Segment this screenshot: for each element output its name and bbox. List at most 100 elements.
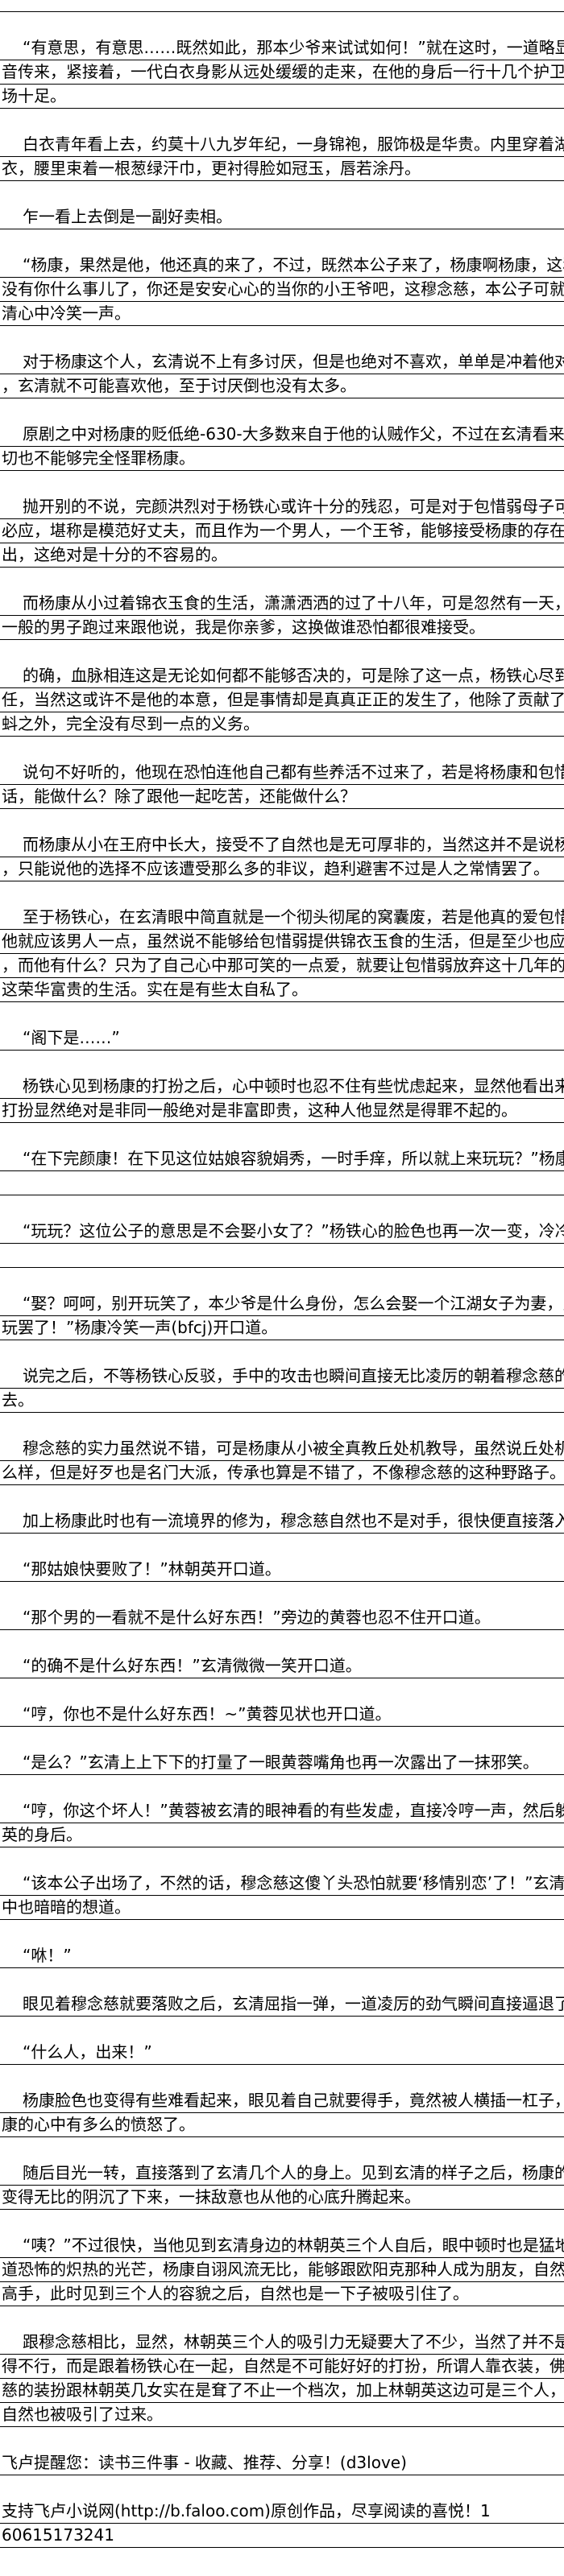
paragraph: “杨康，果然是他，他还真的来了，不过，既然本公子来了，杨康啊杨康，这穆念慈可就没… xyxy=(0,254,564,326)
paragraph: “在下完颜康！在下见这位姑娘容貌娟秀，一时手痒，所以就上来玩玩？”杨康开口道。 xyxy=(0,1147,564,1195)
text-line: “那姑娘快要败了！”林朝英开口道。 xyxy=(0,1558,564,1582)
paragraph: 至于杨铁心，在玄清眼中简直就是一个彻头彻尾的窝囊废，若是他真的爱包惜弱的话，那他… xyxy=(0,906,564,1002)
text-line: 杨铁心见到杨康的打扮之后，心中顿时也忍不住有些忧虑起来，显然他看出来了，杨康的 xyxy=(0,1075,564,1099)
text-line: 自然也被吸引了过来。 xyxy=(0,2403,564,2427)
text-line: 出，这绝对是十分的不容易的。 xyxy=(0,543,564,568)
text-line: “咦？”不过很快，当他见到玄清身边的林朝英三个人自后，眼中顿时也是猛地爆发出一 xyxy=(0,2234,564,2258)
paragraph: 穆念慈的实力虽然说不错，可是杨康从小被全真教丘处机教导，虽然说丘处机本上也不怎么… xyxy=(0,1437,564,1485)
text-line: “什么人，出来！” xyxy=(0,2041,564,2065)
spacer xyxy=(0,1195,564,1220)
text-line: “是么？”玄清上上下下的打量了一眼黄蓉嘴角也再一次露出了一抹邪笑。 xyxy=(0,1751,564,1775)
text-line: 衣，腰里束着一根葱绿汗巾，更衬得脸如冠玉，唇若涂丹。 xyxy=(0,157,564,181)
text-line: 他就应该男人一点，虽然说不能够给包惜弱提供锦衣玉食的生活，但是至少也应该衣食无忧… xyxy=(0,930,564,954)
spacer xyxy=(0,471,564,495)
text-line: 至于杨铁心，在玄清眼中简直就是一个彻头彻尾的窝囊废，若是他真的爱包惜弱的话，那 xyxy=(0,906,564,930)
text-line: 杨康脸色也变得有些难看起来，眼见着自己就要得手，竟然被人横插一杠子，可以想象杨 xyxy=(0,2089,564,2113)
spacer xyxy=(0,1340,564,1364)
text-line: “咻！” xyxy=(0,1944,564,1968)
text-line: 抛开别的不说，完颜洪烈对于杨铁心或许十分的残忍，可是对于包惜弱母子可以说是有求 xyxy=(0,495,564,519)
spacer xyxy=(0,1968,564,1992)
paragraph: “哼，你这个坏人！”黄蓉被玄清的眼神看的有些发虚，直接冷哼一声，然后躲到了林朝英… xyxy=(0,1799,564,1847)
paragraph: 乍一看上去倒是一副好卖相。 xyxy=(0,205,564,229)
text-line: 蚪之外，完全没有尽到一点的义务。 xyxy=(0,712,564,737)
top-divider xyxy=(0,0,564,12)
text-line: “的确不是什么好东西！”玄清微微一笑开口道。 xyxy=(0,1654,564,1678)
paragraph: “咻！” xyxy=(0,1944,564,1968)
paragraph: 的确，血脉相连这是无论如何都不能够否决的，可是除了这一点，杨铁心尽到了哪一点责任… xyxy=(0,664,564,737)
text-line: 没有你什么事儿了，你还是安安心心的当你的小王爷吧，这穆念慈，本公子可就笑纳了！”… xyxy=(0,278,564,302)
text-line: 清心中冷笑一声。 xyxy=(0,302,564,326)
footer-support-line: 60615173241 xyxy=(0,2524,564,2548)
paragraph: “的确不是什么好东西！”玄清微微一笑开口道。 xyxy=(0,1654,564,1678)
text-line: “杨康，果然是他，他还真的来了，不过，既然本公子来了，杨康啊杨康，这穆念慈可就 xyxy=(0,254,564,278)
text-line: 说完之后，不等杨铁心反驳，手中的攻击也瞬间直接无比凌厉的朝着穆念慈的身边攻击过 xyxy=(0,1364,564,1389)
paragraph: 随后目光一转，直接落到了玄清几个人的身上。见到玄清的样子之后，杨康的脸上顿时也变… xyxy=(0,2161,564,2210)
text-line: 康的心中有多么的愤怒了。 xyxy=(0,2113,564,2137)
paragraph: “那个男的一看就不是什么好东西！”旁边的黄蓉也忍不住开口道。 xyxy=(0,1606,564,1630)
text-line: “在下完颜康！在下见这位姑娘容貌娟秀，一时手痒，所以就上来玩玩？”杨康开口道。 xyxy=(0,1147,564,1171)
text-line: 穆念慈的实力虽然说不错，可是杨康从小被全真教丘处机教导，虽然说丘处机本上也不怎 xyxy=(0,1437,564,1461)
spacer xyxy=(0,181,564,205)
text-line: 任，当然这或许不是他的本意，但是事情却是真真正正的发生了，他除了贡献了几千万只小… xyxy=(0,688,564,712)
text-line: 慈的装扮跟林朝英几女实在是耷了不止一个档次，加上林朝英这边可是三个人，杨康的注意… xyxy=(0,2379,564,2403)
text-line: “哼，你也不是什么好东西！~”黄蓉见状也开口道。 xyxy=(0,1703,564,1727)
text-line: 必应，堪称是模范好丈夫，而且作为一个男人，一个王爷，能够接受杨康的存在，更是视如… xyxy=(0,519,564,543)
text-line: 乍一看上去倒是一副好卖相。 xyxy=(0,205,564,229)
spacer xyxy=(0,1485,564,1509)
text-line: 而杨康从小过着锦衣玉食的生活，潇潇洒洒的过了十八年，可是忽然有一天，一个跟乞丐 xyxy=(0,592,564,616)
spacer xyxy=(0,1775,564,1799)
spacer xyxy=(0,737,564,761)
text-line: 高手，此时见到三个人的容貌之后，自然也是一下子被吸引住了。 xyxy=(0,2282,564,2306)
paragraph: 杨康脸色也变得有些难看起来，眼见着自己就要得手，竟然被人横插一杠子，可以想象杨康… xyxy=(0,2089,564,2137)
paragraph: 抛开别的不说，完颜洪烈对于杨铁心或许十分的残忍，可是对于包惜弱母子可以说是有求必… xyxy=(0,495,564,568)
text-line: 的确，血脉相连这是无论如何都不能够否决的，可是除了这一点，杨铁心尽到了哪一点责 xyxy=(0,664,564,688)
spacer xyxy=(0,1847,564,1872)
paragraph: “有意思，有意思……既然如此，那本少爷来试试如何！”就在这时，一道略显轻佻的声音… xyxy=(0,36,564,109)
text-line: 道恐怖的炽热的光芒，杨康自诩风流无比，能够跟欧阳克那种人成为朋友，自然也是花丛中… xyxy=(0,2258,564,2282)
spacer xyxy=(0,2017,564,2041)
text-line: 玩罢了！”杨康冷笑一声(bfcj)开口道。 xyxy=(0,1316,564,1340)
spacer xyxy=(0,2210,564,2234)
text-line: 去。 xyxy=(0,1389,564,1413)
spacer xyxy=(0,12,564,36)
paragraph: 眼见着穆念慈就要落败之后，玄清屈指一弹，一道凌厉的劲气瞬间直接逼退了杨康。 xyxy=(0,1992,564,2017)
spacer xyxy=(0,640,564,664)
text-line: 一般的男子跑过来跟他说，我是你亲爹，这换做谁恐怕都很难接受。 xyxy=(0,616,564,640)
spacer xyxy=(0,881,564,906)
chapter-body: “有意思，有意思……既然如此，那本少爷来试试如何！”就在这时，一道略显轻佻的声音… xyxy=(0,36,564,2451)
paragraph: “那姑娘快要败了！”林朝英开口道。 xyxy=(0,1558,564,1582)
text-line: 原剧之中对杨康的贬低绝-630-大多数来自于他的认贼作父，不过在玄清看来，这一 xyxy=(0,423,564,447)
spacer xyxy=(0,326,564,350)
spacer xyxy=(0,1534,564,1558)
footer-support-line: 支持飞卢小说网(http://b.faloo.com)原创作品，尽享阅读的喜悦！… xyxy=(0,2500,564,2524)
text-line: 英的身后。 xyxy=(0,1823,564,1847)
paragraph: “玩玩？这位公子的意思是不会娶小女了？”杨铁心的脸色也再一次一变，冷冷的说道。 xyxy=(0,1220,564,1268)
spacer xyxy=(0,2427,564,2451)
spacer xyxy=(0,2137,564,2161)
paragraph: “阁下是……” xyxy=(0,1026,564,1051)
text-line: 中也暗暗的想道。 xyxy=(0,1896,564,1920)
text-line: 而杨康从小在王府中长大，接受不了自然也是无可厚非的，当然这并不是说杨康做的就对 xyxy=(0,833,564,857)
spacer xyxy=(0,1920,564,1944)
spacer xyxy=(0,1413,564,1437)
paragraph: 原剧之中对杨康的贬低绝-630-大多数来自于他的认贼作父，不过在玄清看来，这一切… xyxy=(0,423,564,471)
text-line: ，只能说他的选择不应该遭受那么多的非议，趋利避害不过是人之常情罢了。 xyxy=(0,857,564,881)
paragraph: 杨铁心见到杨康的打扮之后，心中顿时也忍不住有些忧虑起来，显然他看出来了，杨康的打… xyxy=(0,1075,564,1123)
paragraph: “娶？呵呵，别开玩笑了，本少爷是什么身份，怎么会娶一个江湖女子为妻，只是想要玩玩… xyxy=(0,1292,564,1340)
text-line: 白衣青年看上去，约莫十八九岁年纪，一身锦袍，服饰极是华贵。内里穿着湖绿缎子的中 xyxy=(0,133,564,157)
text-line: “玩玩？这位公子的意思是不会娶小女了？”杨铁心的脸色也再一次一变，冷冷的说道。 xyxy=(0,1220,564,1244)
text-line: 打扮显然绝对是非同一般绝对是非富即贵，这种人他显然是得罪不起的。 xyxy=(0,1099,564,1123)
chapter-footer: 飞卢提醒您：读书三件事 - 收藏、推荐、分享！(d3love) 支持飞卢小说网(… xyxy=(0,2451,564,2548)
text-line: 场十足。 xyxy=(0,85,564,109)
text-line: 眼见着穆念慈就要落败之后，玄清屈指一弹，一道凌厉的劲气瞬间直接逼退了杨康。 xyxy=(0,1992,564,2017)
spacer xyxy=(0,1051,564,1075)
text-line: 得不行，而是跟着杨铁心在一起，自然是不可能好好的打扮，所谓人靠衣装，佛靠金装，穆… xyxy=(0,2355,564,2379)
paragraph: “是么？”玄清上上下下的打量了一眼黄蓉嘴角也再一次露出了一抹邪笑。 xyxy=(0,1751,564,1775)
spacer xyxy=(0,2306,564,2330)
paragraph: “什么人，出来！” xyxy=(0,2041,564,2065)
spacer xyxy=(0,1582,564,1606)
text-line: 么样，但是好歹也是名门大派，传承也算是不错了，不像穆念慈的这种野路子。 xyxy=(0,1461,564,1485)
text-line: 随后目光一转，直接落到了玄清几个人的身上。见到玄清的样子之后，杨康的脸上顿时也 xyxy=(0,2161,564,2186)
text-line: “阁下是……” xyxy=(0,1026,564,1051)
